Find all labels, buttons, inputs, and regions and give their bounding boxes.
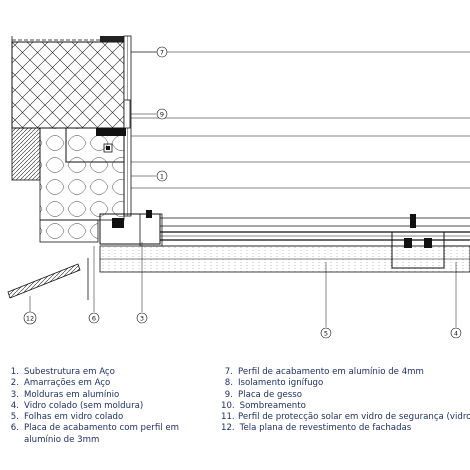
legend-number: 4. <box>10 400 19 411</box>
callout-6: 6 <box>88 312 100 324</box>
callout-9: 9 <box>156 108 168 120</box>
legend-item: 7. Perfil de acabamento em alumínio de 4m… <box>221 367 470 378</box>
legend-text: Vidro colado (sem moldura) <box>24 400 144 411</box>
legend-item: 3. Molduras em alumínio <box>7 390 215 401</box>
svg-text:7: 7 <box>160 49 164 57</box>
reference-lines <box>131 51 470 189</box>
legend-text: Tela plana de revestimento de fachadas <box>239 423 412 434</box>
callout-1: 1 <box>156 170 168 182</box>
legend-item: 12. Tela plana de revestimento de fachada… <box>221 423 470 434</box>
legend-item: 10. Sombreamento <box>221 401 470 412</box>
legend-number: 7. <box>224 367 233 377</box>
legend-number: 8. <box>224 378 233 389</box>
shading-profile <box>391 214 470 269</box>
concrete-slab <box>11 41 125 129</box>
svg-text:1: 1 <box>160 173 164 181</box>
legend-text: Placa de acabamento com perfil em alumín… <box>24 423 180 445</box>
legend-text: Molduras em alumínio <box>24 389 120 400</box>
leader-lines <box>29 51 457 327</box>
legend-left-column: 1. Subestrutura em Aço 2. Amarrações em Aç… <box>7 367 215 446</box>
legend-text: Folhas em vidro colado <box>24 412 124 423</box>
legend-text: Sombreamento <box>239 400 306 411</box>
facade-mesh <box>7 263 81 299</box>
legend-number: 11. <box>221 412 235 423</box>
legend-text: Placa de gesso <box>238 389 302 400</box>
steel-bracket <box>65 99 131 163</box>
svg-text:6: 6 <box>92 315 96 323</box>
svg-text:9: 9 <box>160 111 164 119</box>
legend-item: 5. Folhas em vidro colado <box>7 412 215 423</box>
legend-item: 8. Isolamento ignífugo <box>221 378 470 389</box>
section-detail-drawing: 7 9 1 12 6 3 5 4 <box>7 35 470 339</box>
legend-text: Perfil de acabamento em alumínio de 4mm <box>238 367 424 377</box>
svg-text:5: 5 <box>324 330 328 338</box>
legend-item: 9. Placa de gesso <box>221 390 470 401</box>
left-wall-stub <box>11 127 41 181</box>
callout-3: 3 <box>136 312 148 324</box>
top-finish <box>11 36 126 128</box>
callout-7: 7 <box>156 46 168 58</box>
legend-item: 1. Subestrutura em Aço <box>7 367 215 378</box>
callout-4: 4 <box>450 327 462 339</box>
legend-right-column: 7. Perfil de acabamento em alumínio de 4m… <box>221 367 470 435</box>
legend-item: 6. Placa de acabamento com perfil em alum… <box>7 423 215 446</box>
legend-text: Subestrutura em Aço <box>24 367 115 377</box>
legend-number: 2. <box>10 378 19 389</box>
callout-5: 5 <box>320 327 332 339</box>
legend-text: Isolamento ignífugo <box>238 378 324 389</box>
legend-number: 6. <box>10 423 19 434</box>
svg-text:3: 3 <box>140 315 144 323</box>
legend-number: 9. <box>224 389 233 400</box>
legend-number: 5. <box>10 412 19 423</box>
legend-item: 11.Perfil de protecção solar em vidro de… <box>221 412 470 423</box>
legend-item: 2. Amarrações em Aço <box>7 378 215 389</box>
legend-number: 10. <box>221 400 235 411</box>
legend-item: 4. Vidro colado (sem moldura) <box>7 401 215 412</box>
legend-number: 12. <box>221 423 235 434</box>
legend-number: 3. <box>10 389 19 400</box>
legend: 1. Subestrutura em Aço 2. Amarrações em Aç… <box>0 364 470 470</box>
svg-text:12: 12 <box>26 315 34 323</box>
legend-text: Perfil de protecção solar em vidro de se… <box>238 412 470 423</box>
svg-text:4: 4 <box>454 330 458 338</box>
legend-number: 1. <box>10 367 19 377</box>
legend-text: Amarrações em Aço <box>24 378 111 389</box>
callout-12: 12 <box>23 311 37 325</box>
fire-insulation <box>39 127 125 243</box>
